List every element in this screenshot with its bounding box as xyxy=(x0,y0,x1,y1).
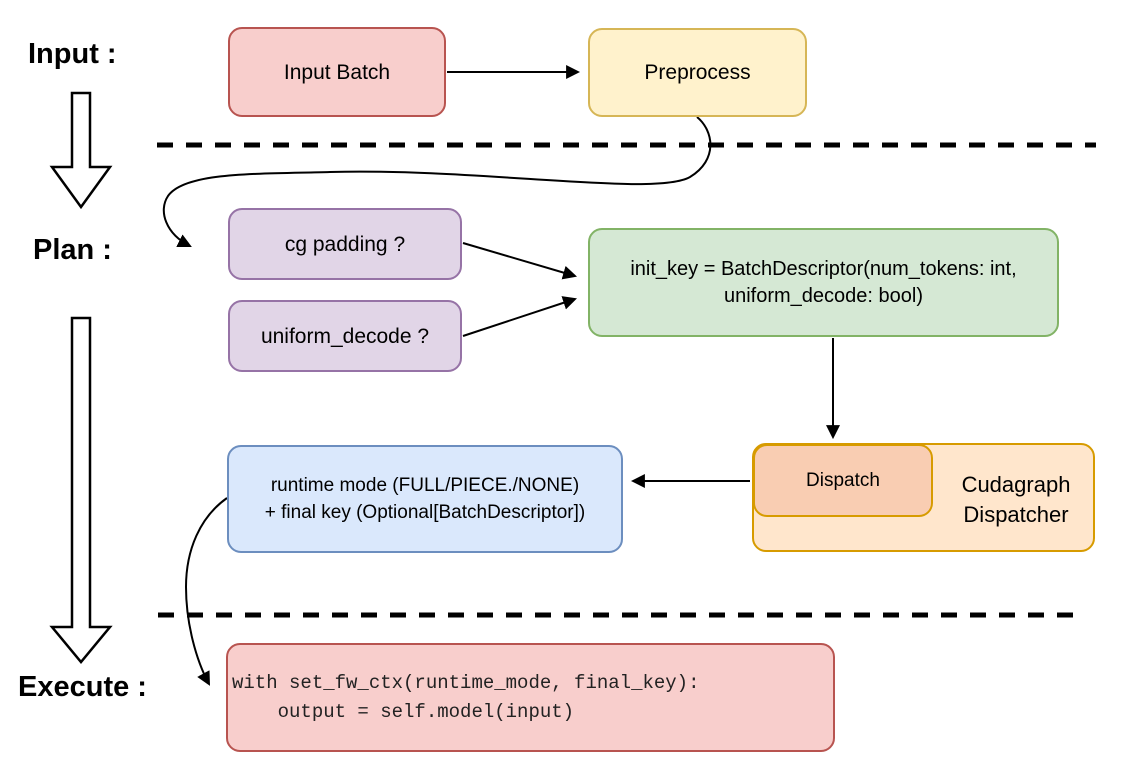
stage-label-execute: Execute : xyxy=(18,671,147,703)
arrow-uniform-decode-to-init-key xyxy=(462,296,577,337)
node-init-key-line2: uniform_decode: bool) xyxy=(723,284,923,307)
arrow-cg-padding-to-init-key xyxy=(462,242,578,280)
node-init-key-line1: init_key = BatchDescriptor(num_tokens: i… xyxy=(630,257,1017,280)
node-cg-padding: cg padding ? xyxy=(228,208,462,280)
node-input-batch-label: Input Batch xyxy=(283,60,391,84)
node-cg-padding-label: cg padding ? xyxy=(284,232,406,256)
block-arrow-plan-to-execute-icon xyxy=(49,316,113,664)
node-preprocess-label: Preprocess xyxy=(644,61,751,84)
node-execute-code: with set_fw_ctx(runtime_mode, final_key)… xyxy=(226,643,835,752)
cudagraph-dispatcher-line1: Cudagraph xyxy=(961,471,1071,497)
stage-label-plan: Plan : xyxy=(33,234,112,266)
node-dispatch-label: Dispatch xyxy=(806,470,880,491)
node-dispatch: Dispatch xyxy=(753,444,933,517)
cudagraph-dispatcher-line2: Dispatcher xyxy=(963,501,1069,527)
cudagraph-dispatcher-title: Cudagraph Dispatcher xyxy=(935,445,1097,554)
node-preprocess: Preprocess xyxy=(588,28,807,117)
node-init-key: init_key = BatchDescriptor(num_tokens: i… xyxy=(588,228,1059,337)
arrow-runtime-mode-to-execute-code xyxy=(184,497,228,686)
node-runtime-mode: runtime mode (FULL/PIECE./NONE) + final … xyxy=(227,445,623,553)
block-arrow-input-to-plan-icon xyxy=(49,91,113,210)
node-uniform-decode-label: uniform_decode ? xyxy=(260,324,430,348)
node-runtime-mode-line1: runtime mode (FULL/PIECE./NONE) xyxy=(270,475,580,496)
execute-code-line1: with set_fw_ctx(runtime_mode, final_key)… xyxy=(232,671,700,694)
execute-code-line2: output = self.model(input) xyxy=(232,700,575,723)
node-uniform-decode: uniform_decode ? xyxy=(228,300,462,372)
node-input-batch: Input Batch xyxy=(228,27,446,117)
node-runtime-mode-line2: + final key (Optional[BatchDescriptor]) xyxy=(264,502,586,523)
stage-label-input: Input : xyxy=(28,38,117,70)
